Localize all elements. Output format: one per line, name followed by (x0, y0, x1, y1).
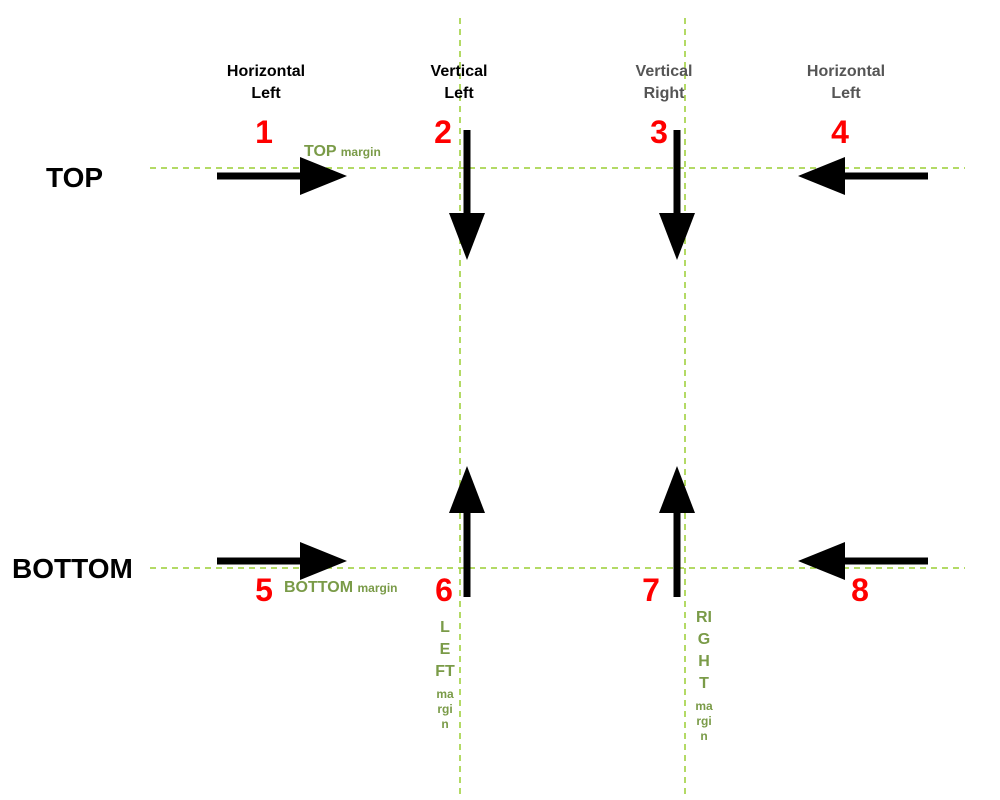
top-margin-word: TOP (304, 143, 337, 160)
column-header-4-line2: Left (831, 85, 861, 102)
number-4: 4 (831, 114, 849, 150)
arrows (217, 130, 928, 597)
left-margin-label: LEFT margin (435, 617, 455, 732)
column-header-1: Horizontal Left (206, 61, 326, 105)
row-label-top: TOP (46, 162, 104, 193)
right-margin-suffix: margin (695, 699, 713, 743)
number-1: 1 (255, 114, 273, 150)
arrow-3-down (659, 130, 695, 260)
column-header-2-line2: Left (444, 85, 474, 102)
number-3: 3 (650, 114, 668, 150)
arrow-4-left (798, 157, 928, 195)
number-7: 7 (642, 572, 660, 608)
arrow-7-up (659, 466, 695, 597)
guide-lines (150, 18, 965, 795)
column-header-4-line1: Horizontal (806, 63, 886, 80)
column-header-2: Vertical Left (399, 61, 519, 105)
row-label-bottom: BOTTOM (12, 553, 133, 584)
column-header-3-line2: Right (643, 85, 685, 102)
column-header-1-line1: Horizontal (226, 63, 306, 80)
number-2: 2 (434, 114, 452, 150)
top-margin-suffix: margin (340, 145, 381, 159)
number-6: 6 (435, 572, 453, 608)
bottom-margin-label: BOTTOM margin (284, 579, 398, 597)
bottom-margin-word: BOTTOM (284, 579, 354, 596)
top-margin-label: TOP margin (304, 143, 381, 161)
arrow-8-left (798, 542, 928, 580)
arrow-5-right (217, 542, 347, 580)
left-margin-suffix: margin (436, 687, 454, 731)
right-margin-label: RIGHT margin (694, 607, 714, 744)
column-header-2-line1: Vertical (430, 63, 488, 80)
column-header-3-line1: Vertical (635, 63, 693, 80)
number-8: 8 (851, 572, 869, 608)
number-5: 5 (255, 572, 273, 608)
bottom-margin-suffix: margin (357, 581, 398, 595)
column-header-3: Vertical Right (604, 61, 724, 105)
arrow-1-right (217, 157, 347, 195)
column-header-4: Horizontal Left (786, 61, 906, 105)
column-header-1-line2: Left (251, 85, 281, 102)
arrow-6-up (449, 466, 485, 597)
left-margin-word: LEFT (435, 619, 455, 680)
arrow-2-down (449, 130, 485, 260)
right-margin-word: RIGHT (696, 609, 712, 692)
